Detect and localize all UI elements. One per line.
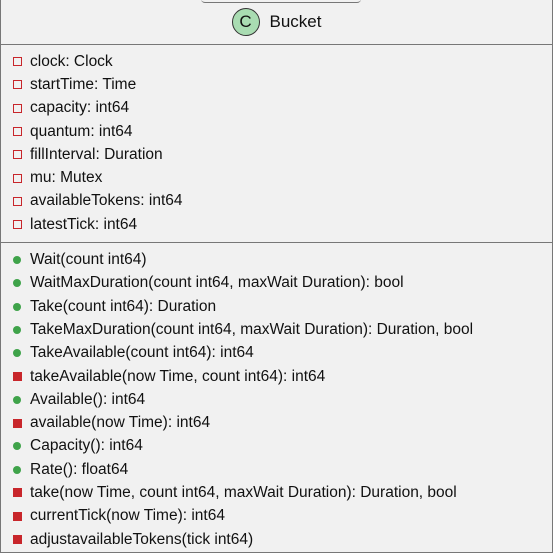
method-label: TakeAvailable(count int64): int64 [30,344,254,362]
field-row: startTime: Time [1,73,552,96]
public-method-icon [13,465,21,474]
public-method-icon [13,256,21,265]
method-label: WaitMaxDuration(count int64, maxWait Dur… [30,274,404,292]
method-row: Wait(count int64) [1,248,552,271]
method-row: take(now Time, count int64, maxWait Dura… [1,481,552,504]
method-row: TakeAvailable(count int64): int64 [1,342,552,365]
method-label: Wait(count int64) [30,251,147,269]
public-method-icon [13,349,21,358]
class-stereotype-icon: C [231,8,260,36]
private-method-icon [13,488,22,498]
public-method-icon [13,302,21,311]
field-row: quantum: int64 [1,120,552,143]
field-row: availableTokens: int64 [1,190,552,213]
field-label: fillInterval: Duration [30,145,163,163]
field-row: clock: Clock [1,50,552,73]
method-label: Rate(): float64 [30,460,129,478]
public-method-icon [13,395,21,404]
method-label: Take(count int64): Duration [30,297,217,315]
private-field-icon [13,220,22,230]
field-label: capacity: int64 [30,99,130,117]
method-row: takeAvailable(now Time, count int64): in… [1,365,552,388]
field-row: fillInterval: Duration [1,143,552,166]
method-label: available(now Time): int64 [30,414,211,432]
method-row: Rate(): float64 [1,458,552,481]
fields-section: clock: Clock startTime: Time capacity: int… [1,45,552,244]
method-label: TakeMaxDuration(count int64, maxWait Dur… [30,320,474,338]
class-header: C Bucket [1,0,552,45]
field-label: mu: Mutex [30,169,103,187]
private-method-icon [13,511,22,521]
method-row: available(now Time): int64 [1,411,552,434]
method-row: adjustavailableTokens(tick int64) [1,528,552,551]
private-field-icon [13,103,22,113]
method-label: adjustavailableTokens(tick int64) [30,530,254,548]
private-field-icon [13,150,22,160]
private-field-icon [13,80,22,90]
field-row: latestTick: int64 [1,213,552,236]
stereotype-letter: C [239,12,252,31]
private-field-icon [13,57,22,67]
field-label: startTime: Time [30,75,137,93]
field-label: availableTokens: int64 [30,192,183,210]
field-row: capacity: int64 [1,97,552,120]
method-label: Capacity(): int64 [30,437,143,455]
public-method-icon [13,325,21,334]
class-name: Bucket [269,12,322,31]
field-row: mu: Mutex [1,166,552,189]
method-row: Capacity(): int64 [1,435,552,458]
method-row: TakeMaxDuration(count int64, maxWait Dur… [1,318,552,341]
private-field-icon [13,127,22,137]
method-label: takeAvailable(now Time, count int64): in… [30,367,326,385]
field-label: clock: Clock [30,52,113,70]
method-label: currentTick(now Time): int64 [30,507,225,525]
methods-section: Wait(count int64) WaitMaxDuration(count i… [1,243,552,555]
method-row: currentTick(now Time): int64 [1,505,552,528]
public-method-icon [13,442,21,451]
private-field-icon [13,196,22,206]
method-row: Take(count int64): Duration [1,295,552,318]
private-method-icon [13,418,22,428]
method-row: WaitMaxDuration(count int64, maxWait Dur… [1,272,552,295]
method-label: Available(): int64 [30,390,146,408]
parent-frame-edge [201,0,361,3]
private-method-icon [13,535,22,545]
field-label: quantum: int64 [30,122,133,140]
private-field-icon [13,173,22,183]
method-label: take(now Time, count int64, maxWait Dura… [30,483,457,501]
public-method-icon [13,279,21,288]
method-row: Available(): int64 [1,388,552,411]
field-label: latestTick: int64 [30,215,138,233]
private-method-icon [13,372,22,381]
